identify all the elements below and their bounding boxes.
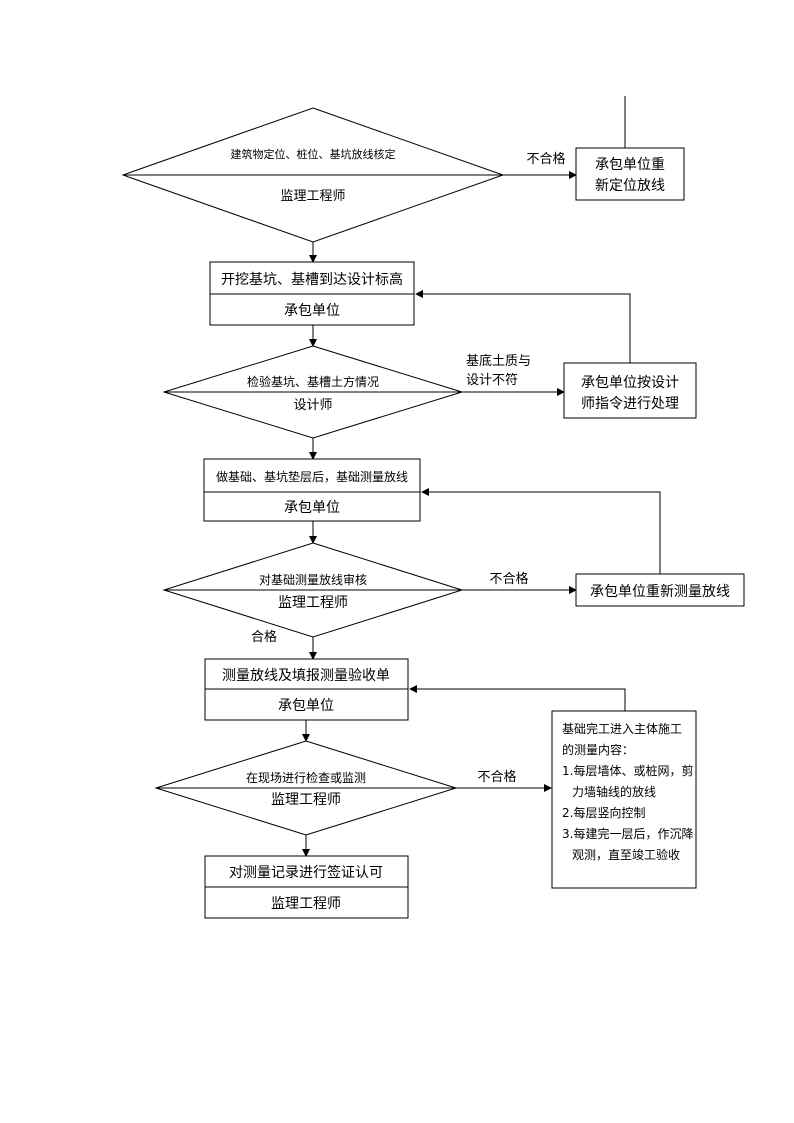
box-r3-label: 承包单位重新测量放线 — [590, 584, 730, 600]
decision-3-role: 监理工程师 — [278, 595, 348, 611]
box-contractor-per-designer: 承包单位按设计 师指令进行处理 — [563, 362, 697, 419]
box-r2-line2: 师指令进行处理 — [581, 396, 679, 412]
box-foundation-survey: 做基础、基坑垫层后，基础测量放线 承包单位 — [203, 458, 421, 522]
decision-building-layout-check: 建筑物定位、桩位、基坑放线核定 监理工程师 — [121, 107, 505, 243]
note-line-6: 3.每建完一层后，作沉降 — [562, 826, 693, 841]
decision-survey-review: 对基础测量放线审核 监理工程师 — [162, 542, 464, 638]
edge-label-soil-2: 设计不符 — [466, 372, 518, 388]
decision-3-label: 对基础测量放线审核 — [259, 572, 367, 587]
decision-2-role: 设计师 — [293, 398, 332, 413]
edge-label-soil-1: 基底土质与 — [466, 353, 531, 369]
note-line-3: 1.每层墙体、或桩网，剪 — [562, 763, 693, 778]
box-3-label: 测量放线及填报测量验收单 — [222, 668, 390, 684]
decision-2-label: 检验基坑、基槽土方情况 — [247, 374, 379, 389]
note-line-5: 2.每层竖向控制 — [562, 805, 645, 820]
box-4-role: 监理工程师 — [271, 896, 341, 912]
box-contractor-resurvey: 承包单位重新测量放线 — [575, 573, 745, 607]
box-3-role: 承包单位 — [278, 698, 334, 714]
decision-1-label: 建筑物定位、桩位、基坑放线核定 — [231, 147, 396, 161]
box-survey-acceptance: 测量放线及填报测量验收单 承包单位 — [204, 658, 409, 721]
edge-label-pass-3: 合格 — [251, 629, 277, 645]
box-r1-line1: 承包单位重 — [595, 157, 665, 173]
box-4-label: 对测量记录进行签证认可 — [229, 864, 383, 881]
note-line-7: 观测，直至竣工验收 — [572, 847, 680, 862]
decision-4-label: 在现场进行检查或监测 — [246, 770, 366, 785]
box-1-label: 开挖基坑、基槽到达设计标高 — [221, 271, 403, 288]
note-main-structure-survey: 基础完工进入主体施工 的测量内容： 1.每层墙体、或桩网，剪 力墙轴线的放线 2… — [551, 710, 697, 889]
box-2-label: 做基础、基坑垫层后，基础测量放线 — [216, 469, 408, 484]
box-contractor-relocate: 承包单位重 新定位放线 — [575, 147, 685, 201]
box-r1-line2: 新定位放线 — [595, 178, 665, 194]
box-record-certification: 对测量记录进行签证认可 监理工程师 — [204, 855, 409, 919]
box-1-role: 承包单位 — [284, 303, 340, 319]
note-line-1: 基础完工进入主体施工 — [562, 721, 682, 736]
note-line-2: 的测量内容： — [562, 742, 634, 757]
edge-label-fail-4: 不合格 — [477, 769, 516, 785]
decision-soil-inspection: 检验基坑、基槽土方情况 设计师 — [162, 345, 464, 439]
box-excavation: 开挖基坑、基槽到达设计标高 承包单位 — [209, 261, 415, 326]
decision-1-role: 监理工程师 — [280, 189, 345, 204]
note-line-4: 力墙轴线的放线 — [572, 784, 656, 799]
box-2-role: 承包单位 — [284, 500, 340, 516]
decision-4-role: 监理工程师 — [271, 792, 341, 808]
decision-site-inspection: 在现场进行检查或监测 监理工程师 — [154, 740, 458, 836]
box-r2-line1: 承包单位按设计 — [581, 375, 679, 391]
edge-label-fail-1: 不合格 — [526, 151, 565, 167]
edge-label-fail-3: 不合格 — [489, 571, 528, 587]
